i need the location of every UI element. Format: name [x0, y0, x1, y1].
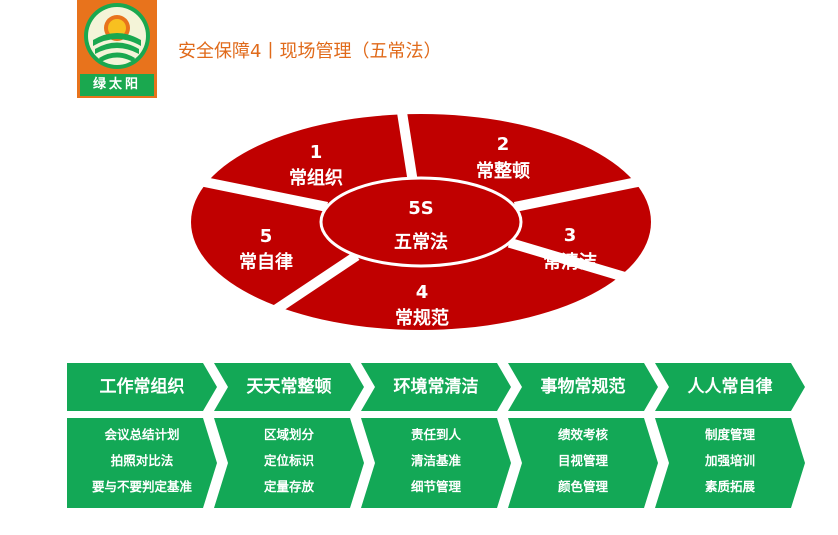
process-step-title: 工作常组织 [99, 377, 185, 397]
logo: 绿太阳 [77, 0, 157, 98]
segment-2-label: 常整顿 [476, 160, 530, 182]
process-step-3-details: 责任到人清洁基准细节管理 [361, 418, 511, 508]
segment-4-number: 4 [416, 282, 429, 303]
process-item: 拍照对比法 [110, 453, 174, 468]
process-step-5-header: 人人常自律 [655, 363, 805, 411]
process-step-2-header: 天天常整顿 [214, 363, 364, 411]
five-s-oval-diagram: 5S 五常法 1 常组织 2 常整顿 3 常清洁 4 常规范 5 常自律 [185, 93, 657, 330]
process-step-4-details: 绩效考核目视管理颜色管理 [508, 418, 658, 508]
process-step-title: 人人常自律 [687, 377, 773, 397]
logo-emblem-icon [84, 3, 150, 69]
center-oval [319, 176, 523, 268]
segment-3-label: 常清洁 [543, 251, 597, 273]
segment-2-number: 2 [497, 134, 510, 155]
segment-4-label: 常规范 [395, 307, 449, 329]
segment-divider [507, 237, 644, 287]
process-item: 责任到人 [410, 427, 461, 442]
segment-1-number: 1 [310, 142, 323, 163]
process-item: 制度管理 [704, 427, 755, 442]
center-label-title: 五常法 [394, 231, 448, 253]
segment-divider [257, 251, 360, 325]
segment-5-label: 常自律 [239, 251, 293, 273]
process-step-1-details: 会议总结计划拍照对比法要与不要判定基准 [67, 418, 217, 508]
process-step-2-details: 区域划分定位标识定量存放 [214, 418, 364, 508]
page-title: 安全保障4丨现场管理（五常法） [178, 41, 442, 62]
process-step-5-details: 制度管理加强培训素质拓展 [655, 418, 805, 508]
segment-3-number: 3 [564, 225, 577, 246]
segment-divider [185, 173, 329, 212]
process-item: 细节管理 [410, 479, 461, 494]
center-label-5s: 5S [408, 198, 434, 219]
process-item: 要与不要判定基准 [91, 479, 192, 494]
process-item: 素质拓展 [704, 479, 755, 494]
process-item: 目视管理 [557, 453, 608, 468]
segment-5-number: 5 [260, 226, 273, 247]
process-item: 会议总结计划 [104, 427, 180, 442]
process-step-title: 事物常规范 [540, 377, 626, 397]
process-step-3-header: 环境常清洁 [361, 363, 511, 411]
process-item: 区域划分 [263, 427, 314, 442]
process-item: 清洁基准 [410, 453, 461, 468]
process-step-1-header: 工作常组织 [67, 363, 217, 411]
process-item: 绩效考核 [557, 427, 608, 442]
process-step-title: 天天常整顿 [246, 377, 332, 397]
process-item: 加强培训 [704, 453, 755, 468]
segment-divider [394, 93, 418, 179]
segment-1-label: 常组织 [289, 167, 343, 189]
process-item: 颜色管理 [557, 479, 608, 494]
process-item: 定量存放 [263, 479, 314, 494]
segment-divider [513, 173, 657, 212]
logo-text: 绿太阳 [80, 74, 154, 96]
process-item: 定位标识 [263, 453, 314, 468]
process-step-4-header: 事物常规范 [508, 363, 658, 411]
process-step-title: 环境常清洁 [393, 377, 479, 397]
